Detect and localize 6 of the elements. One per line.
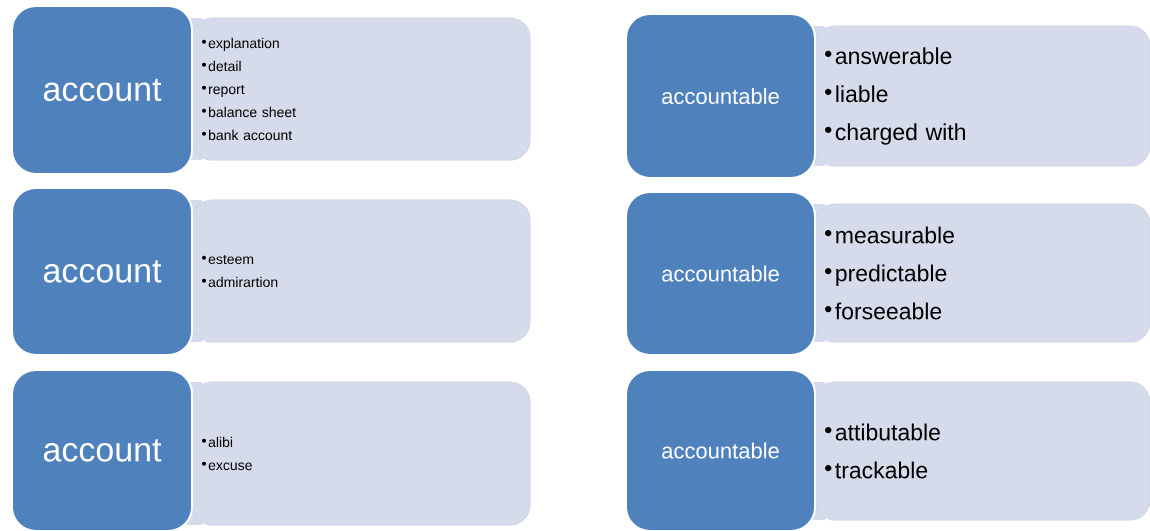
term-box: accountable — [625, 13, 816, 179]
term-box: accountable — [625, 191, 816, 356]
term-box: account — [11, 187, 193, 356]
term-box: account — [11, 5, 193, 175]
term-box: account — [11, 369, 193, 531]
term-box: accountable — [625, 369, 816, 531]
